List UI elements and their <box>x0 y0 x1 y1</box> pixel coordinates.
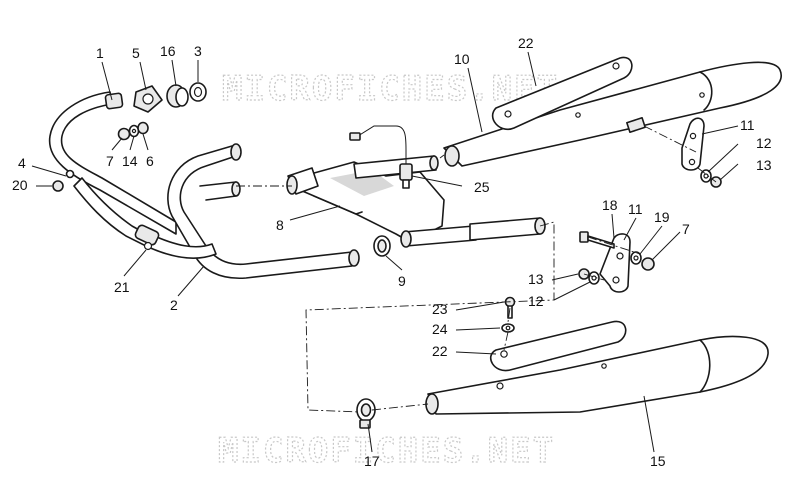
clamp-17 <box>356 398 376 429</box>
callout-22-upper: 22 <box>518 35 534 51</box>
assembly-centerlines <box>236 125 717 413</box>
bracket-plate-22-upper <box>491 56 633 131</box>
flange-5 <box>133 85 163 113</box>
nut-7-left <box>117 127 131 141</box>
washer-19 <box>630 251 642 265</box>
callout-18: 18 <box>602 197 618 213</box>
muffler-lower-15 <box>425 335 769 415</box>
leader-lines <box>31 51 739 453</box>
callout-12-lower: 12 <box>528 293 544 309</box>
callout-11-upper: 11 <box>740 117 755 133</box>
gasket-3 <box>189 82 207 102</box>
bolt-4 <box>65 169 75 179</box>
callout-8: 8 <box>276 217 284 233</box>
stud-block-11 <box>626 116 646 134</box>
bracket-plate-22-lower <box>490 320 627 372</box>
callout-20: 20 <box>12 177 28 193</box>
callout-11-lower: 11 <box>628 201 643 217</box>
oxygen-sensor-25 <box>349 125 413 189</box>
callout-21: 21 <box>114 279 130 295</box>
nut-20 <box>52 180 64 192</box>
callout-1: 1 <box>96 45 104 61</box>
callout-3: 3 <box>194 43 202 59</box>
callout-12-upper: 12 <box>756 135 772 151</box>
crossover-box-8 <box>286 155 546 248</box>
callout-9: 9 <box>398 273 406 289</box>
callout-2: 2 <box>170 297 178 313</box>
exhaust-link-pipe <box>73 177 217 259</box>
collet-16 <box>166 84 189 108</box>
clamp-21 <box>134 224 160 251</box>
callout-16: 16 <box>160 43 176 59</box>
watermark-bottom: MICROFICHES.NET <box>218 431 555 471</box>
watermark-top: MICROFICHES.NET <box>222 69 559 109</box>
washer-12-lower <box>588 271 600 285</box>
callout-10: 10 <box>454 51 470 67</box>
exhaust-downpipe-left <box>48 91 177 235</box>
bracket-11-upper <box>681 117 705 171</box>
callout-19: 19 <box>654 209 670 225</box>
muffler-upper-10 <box>443 61 782 167</box>
nut-7-right <box>641 257 655 271</box>
bolt-18 <box>579 231 615 249</box>
callout-14: 14 <box>122 153 138 169</box>
callout-24: 24 <box>432 321 448 337</box>
callout-13-lower: 13 <box>528 271 544 287</box>
callout-labels: 1 5 16 3 7 14 6 4 20 21 2 8 9 25 10 22 1… <box>12 35 772 469</box>
callout-17: 17 <box>364 453 380 469</box>
callout-23: 23 <box>432 301 448 317</box>
bolt-23 <box>504 296 516 319</box>
callout-6: 6 <box>146 153 154 169</box>
callout-22-lower: 22 <box>432 343 448 359</box>
callout-13-upper: 13 <box>756 157 772 173</box>
callout-7-right: 7 <box>682 221 690 237</box>
callout-4: 4 <box>18 155 26 171</box>
callout-7-left: 7 <box>106 153 114 169</box>
callout-25: 25 <box>474 179 490 195</box>
exhaust-downpipe-right <box>167 143 360 280</box>
stud-6 <box>137 121 149 135</box>
callout-5: 5 <box>132 45 140 61</box>
washer-24 <box>501 323 515 333</box>
clamp-9 <box>373 235 391 257</box>
washer-14 <box>128 124 140 138</box>
callout-15: 15 <box>650 453 666 469</box>
